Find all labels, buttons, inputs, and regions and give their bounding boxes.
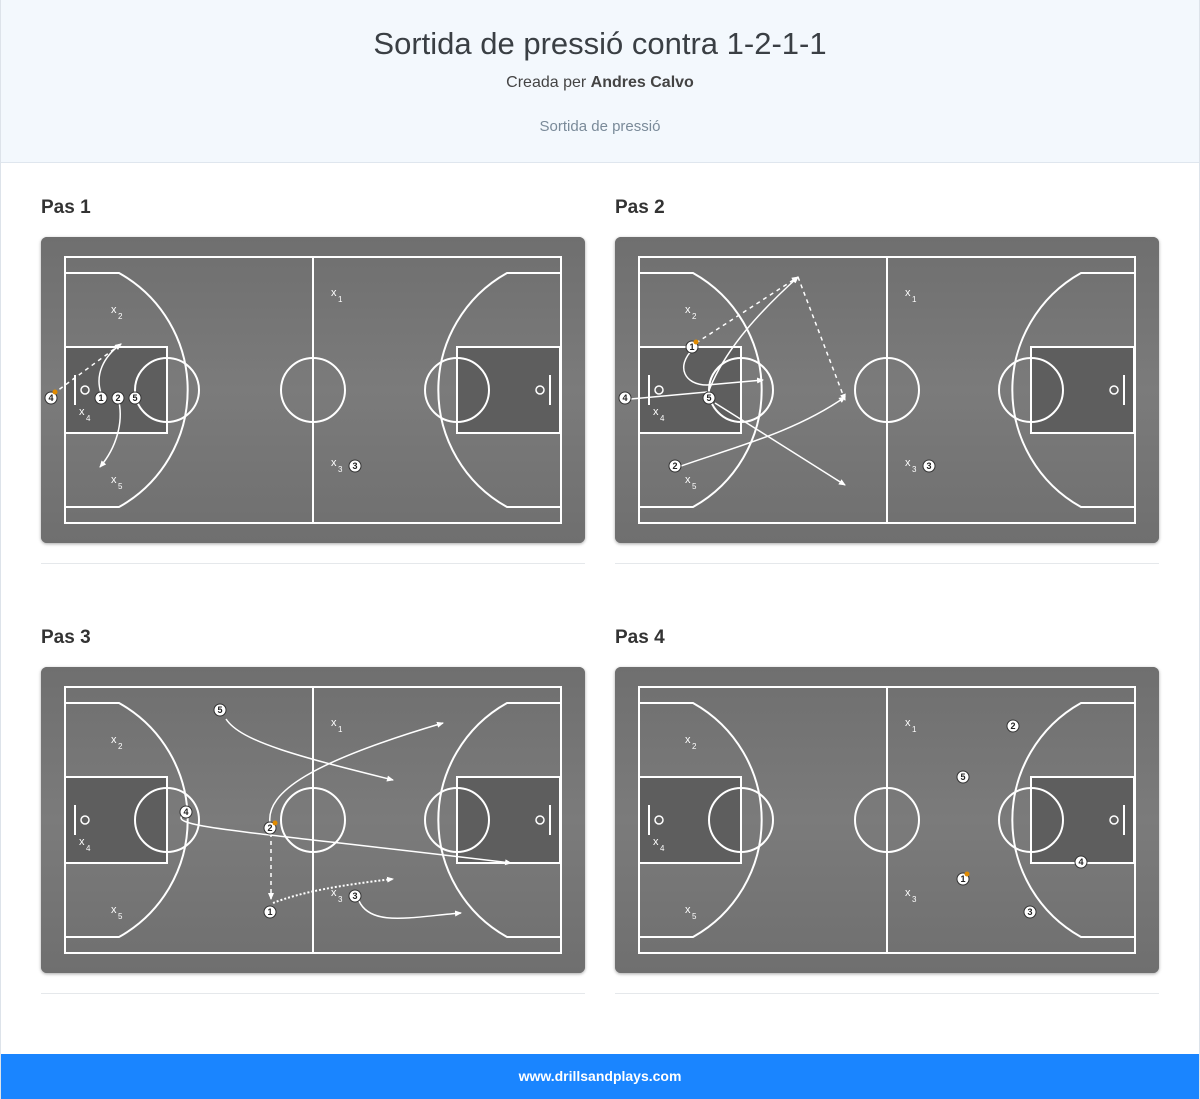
svg-text:5: 5 [118, 482, 123, 491]
svg-text:x: x [111, 474, 117, 486]
svg-text:4: 4 [622, 393, 627, 403]
step-divider [41, 563, 585, 564]
svg-text:4: 4 [660, 844, 665, 853]
page-title: Sortida de pressió contra 1-2-1-1 [373, 26, 827, 61]
svg-text:2: 2 [267, 823, 272, 833]
svg-text:1: 1 [912, 295, 917, 304]
svg-text:2: 2 [692, 742, 697, 751]
step-divider [615, 563, 1159, 564]
svg-text:x: x [653, 406, 659, 418]
svg-text:5: 5 [132, 393, 137, 403]
svg-text:x: x [653, 836, 659, 848]
svg-text:3: 3 [926, 461, 931, 471]
svg-text:x: x [331, 457, 337, 469]
svg-text:3: 3 [338, 465, 343, 474]
svg-text:4: 4 [48, 393, 53, 403]
svg-text:x: x [111, 904, 117, 916]
svg-text:3: 3 [352, 461, 357, 471]
svg-text:1: 1 [267, 907, 272, 917]
svg-text:5: 5 [217, 705, 222, 715]
site-footer: www.drillsandplays.com [1, 1054, 1199, 1099]
svg-text:x: x [79, 836, 85, 848]
svg-text:2: 2 [672, 461, 677, 471]
svg-text:1: 1 [338, 295, 343, 304]
svg-text:3: 3 [912, 465, 917, 474]
creator-line: Creada per Andres Calvo [1, 74, 1199, 92]
svg-text:2: 2 [118, 742, 123, 751]
svg-text:5: 5 [118, 912, 123, 921]
svg-text:x: x [685, 734, 691, 746]
svg-text:5: 5 [706, 393, 711, 403]
svg-text:2: 2 [118, 312, 123, 321]
svg-text:5: 5 [692, 482, 697, 491]
step-2-title: Pas 2 [615, 197, 665, 218]
svg-text:2: 2 [115, 393, 120, 403]
created-by-label: Creada per [506, 74, 587, 91]
svg-text:4: 4 [86, 414, 91, 423]
svg-text:x: x [905, 287, 911, 299]
step-divider [615, 993, 1159, 994]
svg-text:x: x [905, 717, 911, 729]
step-4-title: Pas 4 [615, 627, 665, 648]
svg-text:4: 4 [660, 414, 665, 423]
footer-site-link[interactable]: www.drillsandplays.com [518, 1068, 682, 1084]
step-1-title: Pas 1 [41, 197, 91, 218]
step-3-title: Pas 3 [41, 627, 91, 648]
svg-text:2: 2 [1010, 721, 1015, 731]
svg-text:x: x [685, 904, 691, 916]
svg-text:1: 1 [960, 874, 965, 884]
svg-text:x: x [331, 717, 337, 729]
page-header: Sortida de pressió contra 1-2-1-1 Creada… [1, 0, 1199, 163]
svg-text:3: 3 [1027, 907, 1032, 917]
category-label[interactable]: Sortida de pressió [539, 118, 661, 135]
svg-text:4: 4 [1078, 857, 1083, 867]
svg-text:3: 3 [338, 895, 343, 904]
svg-text:x: x [905, 887, 911, 899]
author-link[interactable]: Andres Calvo [590, 74, 694, 91]
svg-text:1: 1 [338, 725, 343, 734]
svg-text:4: 4 [183, 807, 188, 817]
svg-text:x: x [331, 287, 337, 299]
svg-text:5: 5 [960, 772, 965, 782]
svg-text:x: x [905, 457, 911, 469]
svg-text:x: x [685, 474, 691, 486]
svg-text:5: 5 [692, 912, 697, 921]
svg-text:1: 1 [689, 342, 694, 352]
svg-text:1: 1 [98, 393, 103, 403]
step-divider [41, 993, 585, 994]
svg-text:4: 4 [86, 844, 91, 853]
svg-text:2: 2 [692, 312, 697, 321]
svg-text:x: x [111, 734, 117, 746]
svg-text:1: 1 [912, 725, 917, 734]
svg-text:3: 3 [352, 891, 357, 901]
svg-text:x: x [79, 406, 85, 418]
svg-text:x: x [685, 304, 691, 316]
svg-text:3: 3 [912, 895, 917, 904]
svg-text:x: x [331, 887, 337, 899]
svg-text:x: x [111, 304, 117, 316]
